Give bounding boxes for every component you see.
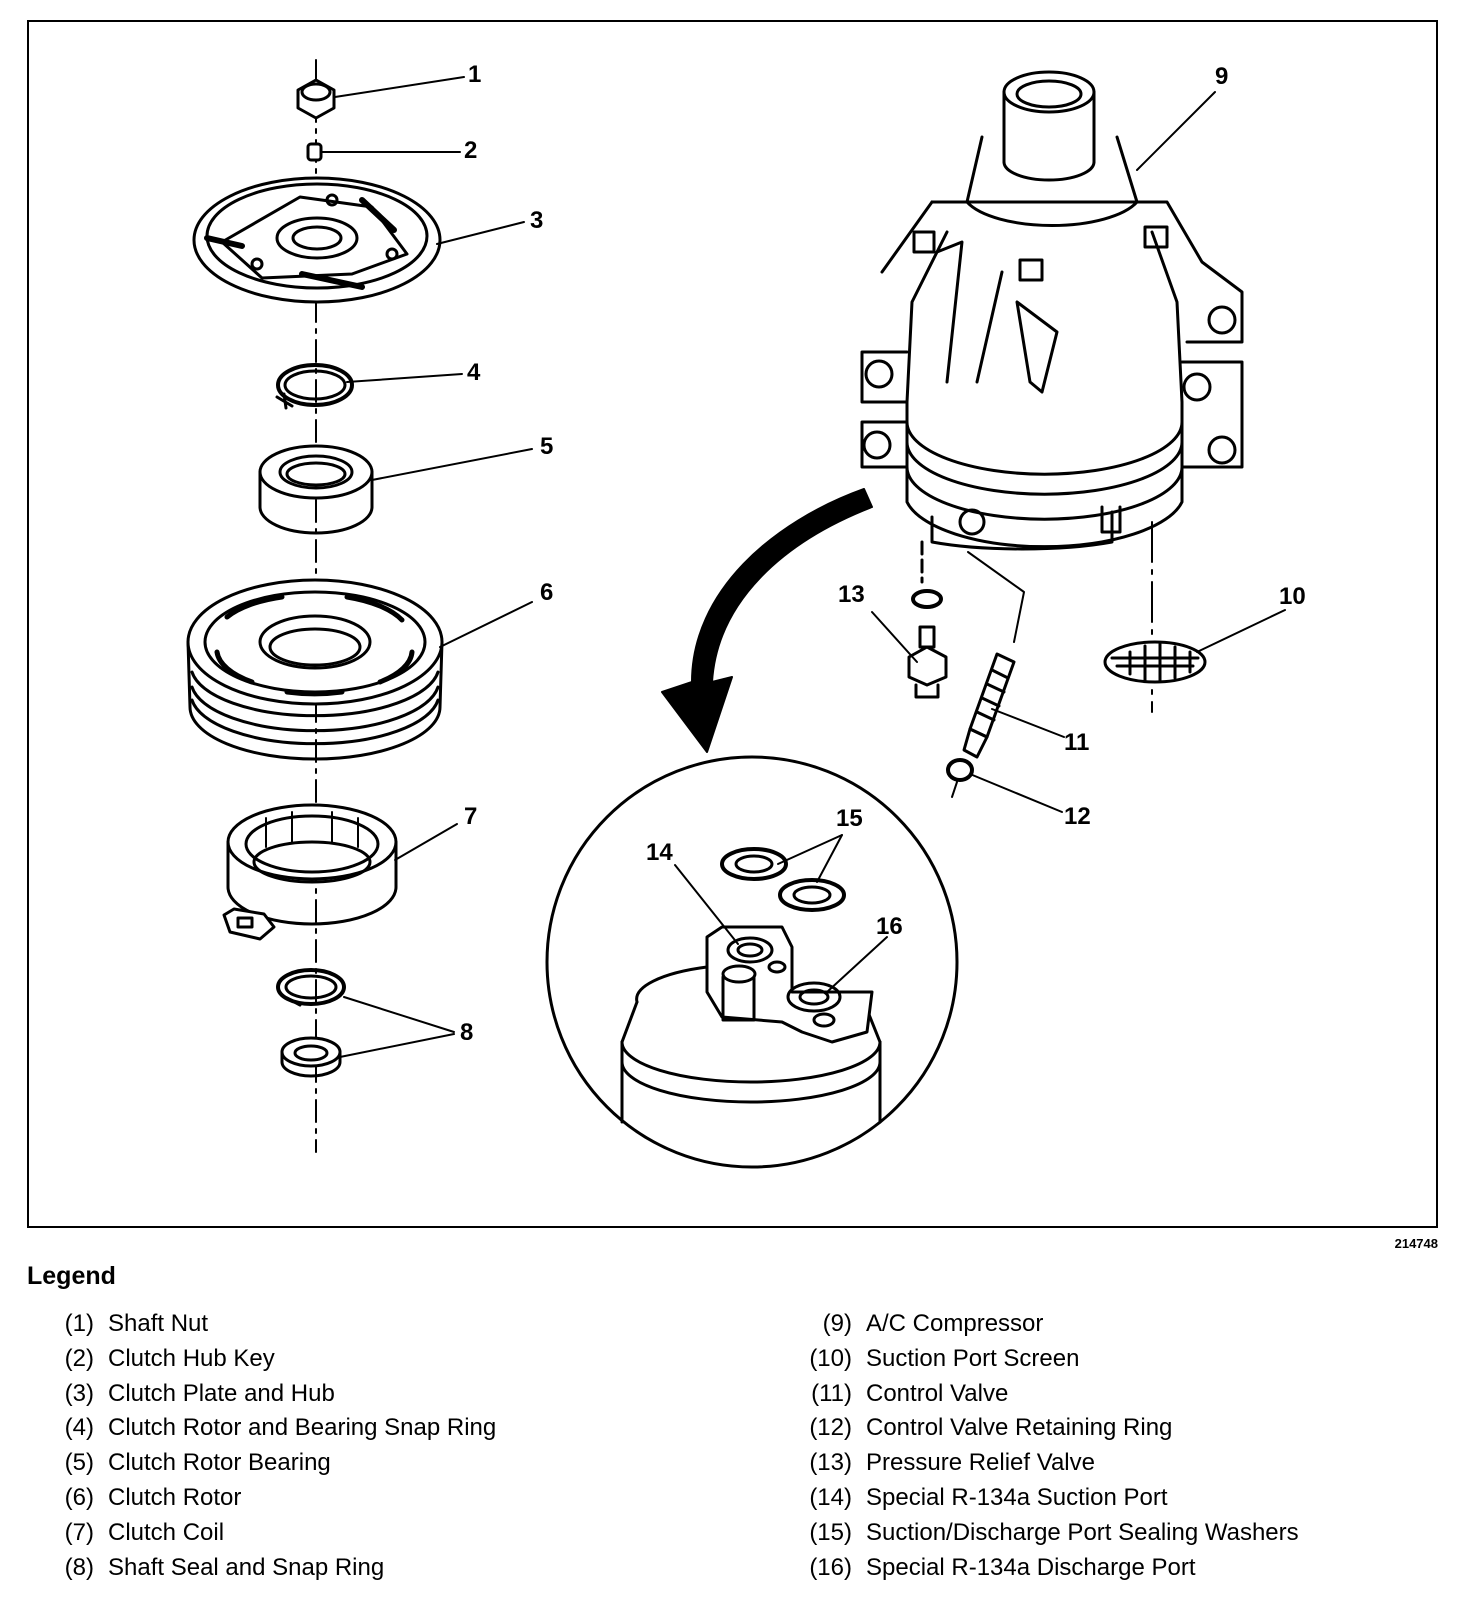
legend-item-label: Control Valve [866, 1379, 1009, 1407]
legend-item-label: Clutch Hub Key [108, 1344, 275, 1372]
callout-3: 3 [530, 207, 543, 234]
legend-item-label: Pressure Relief Valve [866, 1449, 1095, 1477]
legend-item-label: Control Valve Retaining Ring [866, 1414, 1173, 1442]
legend-item: (2) Clutch Hub Key [42, 1345, 496, 1380]
legend-item-number: (13) [809, 1449, 852, 1477]
legend-item-number: (5) [64, 1449, 94, 1477]
legend-item-label: Shaft Seal and Snap Ring [108, 1553, 385, 1581]
legend-item-label: A/C Compressor [866, 1310, 1044, 1337]
callout-8: 8 [460, 1019, 473, 1046]
legend-item: (1) Shaft Nut [42, 1310, 496, 1345]
detail-circle [545, 755, 959, 1169]
legend-item: (15) Suction/Discharge Port Sealing Washe… [770, 1518, 1299, 1554]
legend-item-number: (11) [811, 1379, 852, 1407]
figure-number: 214748 [1394, 1236, 1438, 1251]
legend-item-number: (2) [64, 1344, 94, 1372]
retaining-ring-part [946, 758, 974, 782]
callout-10: 10 [1279, 583, 1306, 610]
legend-item-number: (3) [64, 1379, 94, 1407]
legend-item-number: (14) [809, 1483, 852, 1511]
legend-item: (4) Clutch Rotor and Bearing Snap Ring [42, 1414, 497, 1449]
legend-item: (5) Clutch Rotor Bearing [42, 1449, 496, 1484]
shaft-seal-part [276, 968, 346, 1078]
legend-item: (6) Clutch Rotor [42, 1484, 496, 1519]
legend-item: (7) Clutch Coil [42, 1519, 496, 1554]
legend-item: (13) Pressure Relief Valve [770, 1449, 1299, 1484]
legend-item-label: Clutch Rotor [108, 1483, 242, 1511]
legend-item: (8) Shaft Seal and Snap Ring [42, 1554, 496, 1589]
callout-9: 9 [1215, 63, 1228, 90]
callout-1: 1 [468, 61, 481, 88]
legend-item-label: Clutch Coil [108, 1518, 225, 1546]
legend-item-number: (7) [64, 1518, 94, 1546]
callout-14: 14 [646, 839, 673, 866]
legend-item: (16) Special R-134a Discharge Port [770, 1554, 1299, 1589]
legend-title: Legend [27, 1262, 116, 1290]
callout-13: 13 [838, 581, 865, 608]
leader-lines [320, 76, 1286, 1058]
callout-12: 12 [1064, 803, 1091, 830]
suction-port-screen-part [1103, 640, 1207, 684]
legend-item-label: Special R-134a Discharge Port [866, 1553, 1196, 1581]
callout-16: 16 [876, 913, 903, 940]
callout-2: 2 [464, 137, 477, 164]
callout-7: 7 [464, 803, 477, 830]
callout-5: 5 [540, 433, 553, 460]
legend-right-column: (9) A/C Compressor (10) Suction Port Scree… [770, 1310, 1299, 1589]
legend-item-label: Clutch Rotor Bearing [108, 1449, 331, 1477]
legend-item-label: Suction/Discharge Port Sealing Washers [866, 1518, 1299, 1546]
callout-11: 11 [1064, 729, 1089, 756]
legend-item-number: (6) [64, 1483, 94, 1511]
clutch-rotor-part [186, 578, 444, 761]
legend-item-label: Clutch Plate and Hub [108, 1379, 335, 1407]
legend-item-number: (8) [64, 1553, 94, 1581]
legend-item-number: (15) [809, 1518, 852, 1546]
control-valve-part [962, 551, 1025, 759]
legend-item-number: (9) [822, 1310, 852, 1337]
clutch-hub-key-part [306, 142, 323, 162]
legend-item-number: (1) [64, 1310, 94, 1337]
legend-item-number: (12) [809, 1414, 852, 1442]
legend-item-label: Special R-134a Suction Port [866, 1483, 1168, 1511]
legend-item: (14) Special R-134a Suction Port [770, 1484, 1299, 1519]
callout-15: 15 [836, 805, 863, 832]
shaft-nut-part [296, 78, 336, 120]
legend-item: (12) Control Valve Retaining Ring [770, 1414, 1299, 1449]
clutch-coil-part [222, 803, 398, 941]
legend-item: (3) Clutch Plate and Hub [42, 1380, 496, 1415]
legend-item: (10) Suction Port Screen [770, 1345, 1299, 1380]
clutch-plate-part [192, 176, 442, 304]
legend-item-number: (16) [809, 1553, 852, 1581]
exploded-view-figure: 1 2 3 4 5 6 7 8 9 10 11 12 13 14 15 16 [27, 20, 1438, 1228]
legend-item: (9) A/C Compressor [770, 1310, 1299, 1345]
legend-item-number: (10) [809, 1344, 852, 1372]
legend-left-column: (1) Shaft Nut (2) Clutch Hub Key (3) Clutch… [42, 1310, 497, 1589]
legend-item-label: Suction Port Screen [866, 1344, 1080, 1372]
detail-arrow [661, 488, 873, 753]
legend-item-label: Shaft Nut [108, 1310, 209, 1337]
snap-ring-part [275, 363, 354, 410]
callout-4: 4 [467, 359, 481, 386]
legend-item: (11) Control Valve [770, 1380, 1299, 1415]
legend-item-number: (4) [64, 1414, 94, 1442]
callout-6: 6 [540, 579, 553, 606]
ac-compressor-part [860, 70, 1244, 713]
pressure-relief-valve-part [907, 589, 948, 699]
exploded-view-drawing: 1 2 3 4 5 6 7 8 9 10 11 12 13 14 15 16 [186, 59, 1306, 1169]
rotor-bearing-part [258, 444, 374, 535]
legend-item-label: Clutch Rotor and Bearing Snap Ring [108, 1414, 497, 1442]
